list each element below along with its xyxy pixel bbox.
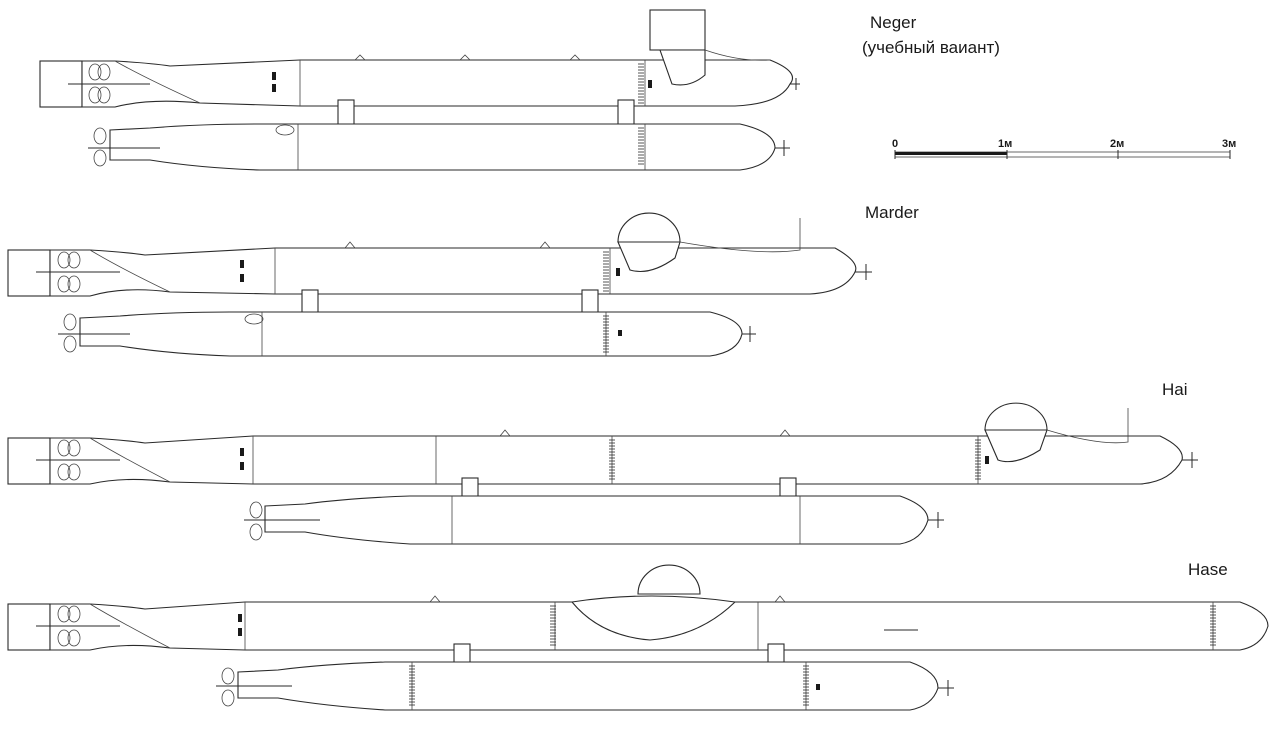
dome — [984, 402, 1048, 431]
mark — [616, 268, 620, 276]
propeller-blade — [93, 149, 107, 167]
mark — [240, 260, 244, 268]
propeller-blade — [57, 629, 71, 647]
propeller-blade — [67, 251, 81, 269]
propeller-blade — [57, 605, 71, 623]
lug — [499, 429, 511, 437]
hull — [264, 495, 929, 545]
mark — [618, 330, 622, 336]
hull-taper-line — [89, 249, 171, 293]
tail-fin-box — [7, 603, 51, 651]
neger-group: Neger (учебный ваиант) — [39, 9, 1236, 171]
propeller-blade — [67, 605, 81, 623]
hai-group: Hai — [7, 380, 1198, 545]
scale-bar-fill — [895, 152, 1007, 155]
marder-group: Marder — [7, 203, 919, 357]
mark — [240, 462, 244, 470]
hull — [81, 59, 794, 108]
dome — [617, 212, 681, 243]
neger-lower-torpedo — [88, 123, 790, 171]
mark — [240, 448, 244, 456]
hull — [79, 311, 743, 357]
tower-fairing — [679, 218, 801, 253]
mark — [648, 80, 652, 88]
hull — [49, 435, 1183, 485]
hase-carrier-torpedo — [7, 564, 1269, 651]
propeller-blade — [249, 523, 263, 541]
hatch — [275, 124, 295, 136]
hai-carrier-torpedo — [7, 402, 1198, 485]
hase-title: Hase — [1188, 560, 1228, 579]
lug — [344, 241, 356, 249]
scale-label-2: 2м — [1110, 138, 1124, 150]
mark — [272, 72, 276, 80]
propeller-blade — [67, 439, 81, 457]
propeller-blade — [88, 63, 102, 81]
neger-title: Neger — [870, 13, 917, 32]
mark — [985, 456, 989, 464]
canopy — [649, 9, 706, 51]
lug — [429, 595, 441, 603]
hull-taper-line — [89, 603, 171, 649]
propeller-blade — [67, 463, 81, 481]
propeller-blade — [67, 275, 81, 293]
propeller-blade — [88, 86, 102, 104]
lug — [779, 429, 791, 437]
hull-taper-line — [114, 60, 201, 104]
graduation-ticks — [409, 63, 1216, 706]
mark — [816, 684, 820, 690]
marder-title: Marder — [865, 203, 919, 222]
conning-tower — [617, 241, 681, 273]
hase-lower-torpedo — [216, 661, 954, 711]
mark — [238, 614, 242, 622]
lug — [569, 54, 581, 61]
propeller-blade — [221, 689, 235, 707]
hull — [49, 247, 857, 297]
dome — [637, 564, 701, 595]
conning-tower — [984, 429, 1048, 463]
propeller-blade — [57, 463, 71, 481]
hull — [109, 123, 776, 171]
hull-taper-line — [89, 437, 171, 483]
conning-tower — [659, 49, 706, 86]
propeller-blade — [221, 667, 235, 685]
hatch — [244, 313, 264, 325]
propeller-blade — [93, 127, 107, 145]
scale-label-1: 1м — [998, 138, 1012, 150]
lug — [459, 54, 471, 61]
marder-lower-torpedo — [58, 311, 756, 357]
scale-label-0: 0 — [892, 138, 898, 150]
propeller-blade — [57, 275, 71, 293]
neger-carrier-torpedo — [39, 9, 800, 108]
mark — [238, 628, 242, 636]
mark — [240, 274, 244, 282]
propeller-blade — [97, 86, 111, 104]
propeller-blade — [63, 335, 77, 353]
lug — [774, 595, 786, 603]
propeller-blade — [97, 63, 111, 81]
hull — [237, 661, 939, 711]
tail-fin-box — [7, 249, 51, 297]
hase-group: Hase — [7, 560, 1269, 711]
hai-title: Hai — [1162, 380, 1188, 399]
propeller-blade — [67, 629, 81, 647]
lug — [354, 54, 366, 61]
scale-label-3: 3м — [1222, 138, 1236, 150]
propeller-blade — [63, 313, 77, 331]
hai-lower-torpedo — [244, 495, 944, 545]
propeller-blade — [57, 439, 71, 457]
tail-fin-box — [7, 437, 51, 485]
scale-bar: 0 1м 2м 3м — [892, 138, 1236, 159]
cockpit-fairing — [570, 595, 737, 641]
lug — [539, 241, 551, 249]
neger-subtitle: (учебный ваиант) — [862, 38, 1000, 57]
propeller-blade — [57, 251, 71, 269]
marder-carrier-torpedo — [7, 212, 872, 297]
tower-fairing — [1046, 408, 1129, 444]
mark — [272, 84, 276, 92]
propeller-blade — [249, 501, 263, 519]
tower-fairing — [704, 49, 771, 61]
